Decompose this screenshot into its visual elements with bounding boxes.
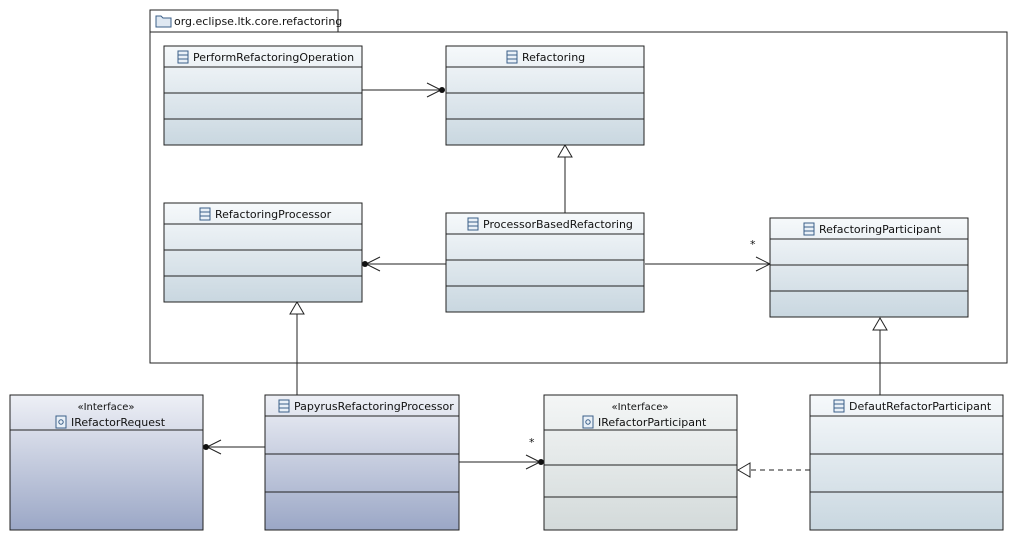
class-box-processor-based-refactoring[interactable]: ProcessorBasedRefactoring xyxy=(445,212,645,313)
class-box-perform-refactoring-operation[interactable]: PerformRefactoringOperation xyxy=(163,45,363,146)
class-name: ProcessorBasedRefactoring xyxy=(483,218,633,231)
interface-icon xyxy=(582,415,594,429)
multiplicity-label: * xyxy=(750,238,756,251)
multiplicity-label: * xyxy=(529,436,535,449)
association-perform-refactoring[interactable] xyxy=(362,82,445,98)
class-name: DefautRefactorParticipant xyxy=(849,400,992,413)
class-icon xyxy=(467,217,479,231)
association-papyrus-iparticipant[interactable]: * xyxy=(459,436,544,470)
class-icon xyxy=(803,222,815,236)
generalization-procbased-refactoring[interactable] xyxy=(557,144,573,213)
class-box-papyrus-refactoring-processor[interactable]: PapyrusRefactoringProcessor xyxy=(264,394,460,531)
stereotype-label: «Interface» xyxy=(77,402,134,413)
class-name: PapyrusRefactoringProcessor xyxy=(294,400,454,413)
stereotype-label: «Interface» xyxy=(611,402,668,413)
class-box-defaut-refactor-participant[interactable]: DefautRefactorParticipant xyxy=(809,394,1004,531)
package-name: org.eclipse.ltk.core.refactoring xyxy=(174,15,342,28)
association-papyrus-irequest[interactable] xyxy=(203,439,265,455)
association-procbased-processor[interactable] xyxy=(362,256,446,272)
class-name: PerformRefactoringOperation xyxy=(193,51,354,64)
class-name: Refactoring xyxy=(522,51,585,64)
interface-box-irefactor-request[interactable]: «Interface» IRefactorRequest xyxy=(9,394,204,531)
generalization-papyrus-processor[interactable] xyxy=(289,301,305,395)
class-box-refactoring[interactable]: Refactoring xyxy=(445,45,645,146)
interface-box-irefactor-participant[interactable]: «Interface» IRefactorParticipant xyxy=(543,394,738,531)
class-icon xyxy=(278,399,290,413)
class-name: IRefactorRequest xyxy=(71,416,166,429)
realization-defaut-iparticipant[interactable] xyxy=(737,462,810,478)
generalization-defaut-participant[interactable] xyxy=(872,317,888,395)
class-name: IRefactorParticipant xyxy=(598,416,707,429)
class-icon xyxy=(199,207,211,221)
relations: * * xyxy=(203,82,888,478)
folder-icon xyxy=(155,15,172,28)
class-icon xyxy=(177,50,189,64)
class-box-refactoring-participant[interactable]: RefactoringParticipant xyxy=(769,217,969,318)
class-box-refactoring-processor[interactable]: RefactoringProcessor xyxy=(163,202,363,303)
interface-icon xyxy=(55,415,67,429)
class-name: RefactoringParticipant xyxy=(819,223,942,236)
class-name: RefactoringProcessor xyxy=(215,208,332,221)
class-icon xyxy=(833,399,845,413)
class-icon xyxy=(506,50,518,64)
